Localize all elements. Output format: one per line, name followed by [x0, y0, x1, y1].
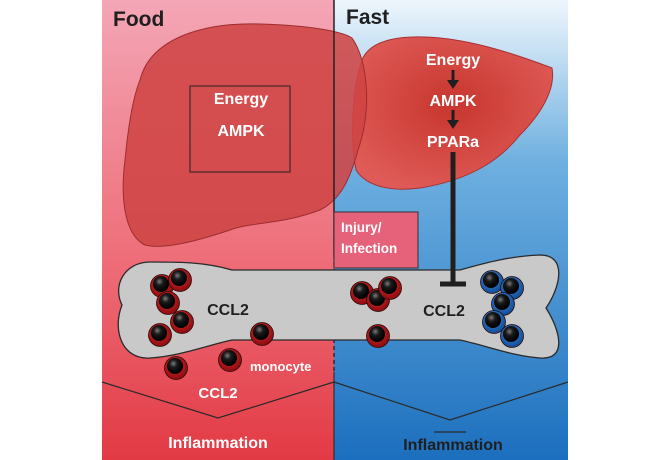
blood-ccl2-label: CCL2: [198, 385, 237, 402]
food-energy-box: [189, 85, 291, 173]
bone-ccl2-right: CCL2: [423, 303, 465, 320]
red-monocytes: [148, 268, 402, 380]
bone-ccl2-left: CCL2: [207, 302, 249, 319]
bone: [117, 254, 560, 359]
monocyte-cell: [170, 310, 194, 334]
fast-funnel: [333, 381, 569, 421]
monocyte-cell: [366, 324, 390, 348]
blue-monocytes: [480, 270, 524, 348]
monocyte-cell: [168, 268, 192, 292]
monocyte-cell: [250, 322, 274, 346]
fast-arrow-2: [447, 110, 459, 129]
food-liver: [122, 23, 367, 247]
food-inflammation-label: Inflammation: [168, 435, 268, 452]
fast-energy-label: Energy: [426, 52, 480, 69]
fast-ppar-label: PPARa: [427, 134, 479, 151]
injury-box: [333, 211, 419, 269]
food-energy-label: Energy: [214, 91, 268, 108]
monocyte-label: monocyte: [250, 359, 311, 374]
monocyte-cell: [218, 348, 242, 372]
monocyte-cell: [482, 310, 506, 334]
monocyte-cell: [378, 276, 402, 300]
monocyte-cell: [164, 356, 188, 380]
monocyte-cell: [148, 323, 172, 347]
monocyte-cell: [491, 292, 515, 316]
fast-arrow-1: [447, 70, 459, 89]
food-funnel: [101, 381, 335, 419]
food-heading: Food: [113, 8, 164, 31]
fast-heading: Fast: [346, 6, 389, 29]
injury-line1: Injury/: [341, 220, 382, 235]
injury-line2: Infection: [341, 241, 397, 256]
food-ampk-label: AMPK: [217, 123, 265, 140]
monocyte-cell: [500, 324, 524, 348]
monocyte-cell: [480, 270, 504, 294]
monocyte-cell: [156, 291, 180, 315]
fast-inflammation-label: Inflammation: [403, 437, 503, 454]
fast-ampk-label: AMPK: [429, 93, 477, 110]
